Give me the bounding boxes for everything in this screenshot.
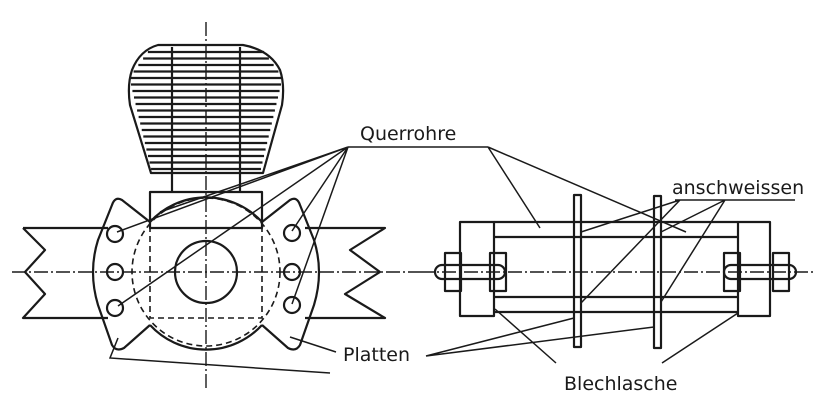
sheet-tab-1 [572,193,583,349]
side-view [420,193,815,350]
bolt-holes [105,223,302,318]
label-platten: Platten [343,344,410,366]
tube-right [305,226,387,320]
plate-right [261,197,321,351]
leader-lines [108,146,795,374]
label-querrohre: Querrohre [360,123,456,145]
label-anschweissen: anschweissen [672,177,804,199]
tube-left [21,226,108,320]
front-view [12,22,420,390]
label-blechlasche: Blechlasche [564,373,678,395]
plate-left [91,197,151,351]
